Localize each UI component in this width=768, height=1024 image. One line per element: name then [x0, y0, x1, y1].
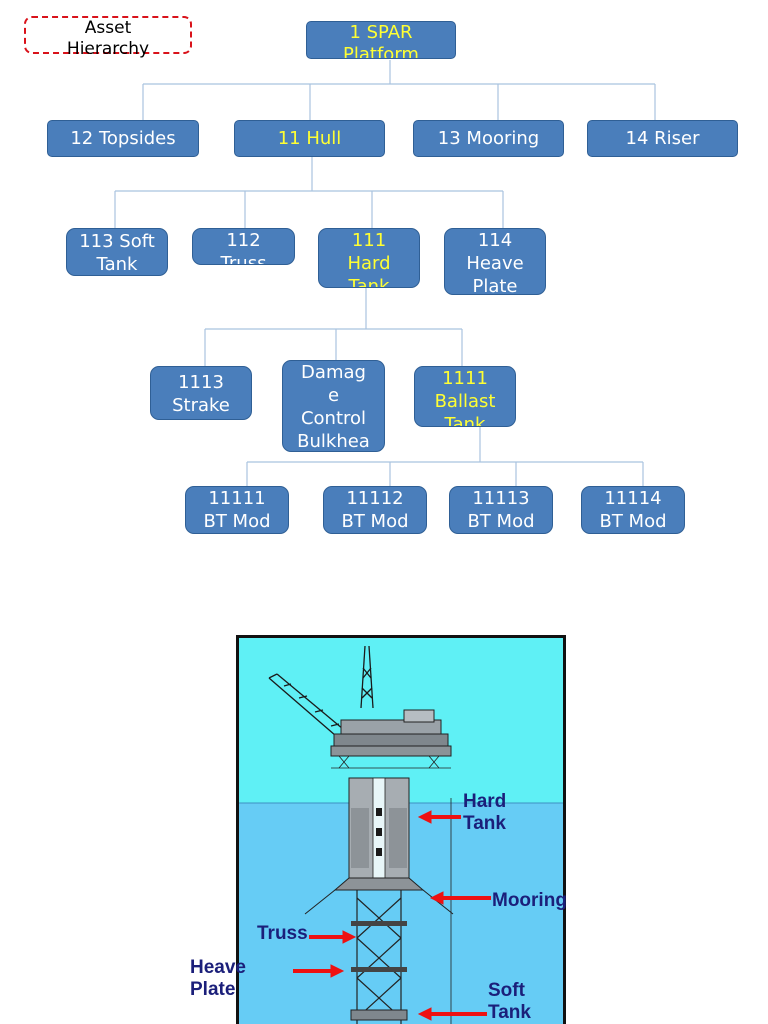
callout-heave-plate: Heave Plate: [190, 957, 246, 1000]
callout-truss: Truss: [257, 923, 308, 944]
node-bt-mod-4[interactable]: 11114 BT Mod 4: [581, 486, 685, 534]
callout-soft-tank: Soft Tank: [488, 980, 531, 1023]
node-damage-control-bulkhead[interactable]: Damag e Control Bulkhea: [282, 360, 385, 452]
node-mooring[interactable]: 13 Mooring: [413, 120, 564, 157]
node-riser[interactable]: 14 Riser: [587, 120, 738, 157]
node-bt-mod-2[interactable]: 11112 BT Mod 2: [323, 486, 427, 534]
spar-drawing: [239, 638, 563, 1024]
hierarchy-connectors: [114, 60, 656, 486]
callout-mooring: Mooring: [492, 890, 567, 911]
node-truss[interactable]: 112 Truss: [192, 228, 295, 265]
spar-platform-illustration: [236, 635, 566, 1024]
asset-hierarchy-label: Asset Hierarchy: [24, 16, 192, 59]
node-bt-mod-3[interactable]: 11113 BT Mod 3: [449, 486, 553, 534]
node-spar-platform[interactable]: 1 SPAR Platform: [306, 21, 456, 59]
node-hull[interactable]: 11 Hull: [234, 120, 385, 157]
node-ballast-tank[interactable]: 1111 Ballast Tank: [414, 366, 516, 427]
node-heave-plate[interactable]: 114 Heave Plate: [444, 228, 546, 295]
callout-hard-tank: Hard Tank: [463, 791, 507, 834]
node-soft-tank[interactable]: 113 Soft Tank: [66, 228, 168, 276]
node-hard-tank[interactable]: 111 Hard Tank: [318, 228, 420, 288]
node-strake[interactable]: 1113 Strake: [150, 366, 252, 420]
node-topsides[interactable]: 12 Topsides: [47, 120, 199, 157]
node-bt-mod-1[interactable]: 11111 BT Mod 1: [185, 486, 289, 534]
